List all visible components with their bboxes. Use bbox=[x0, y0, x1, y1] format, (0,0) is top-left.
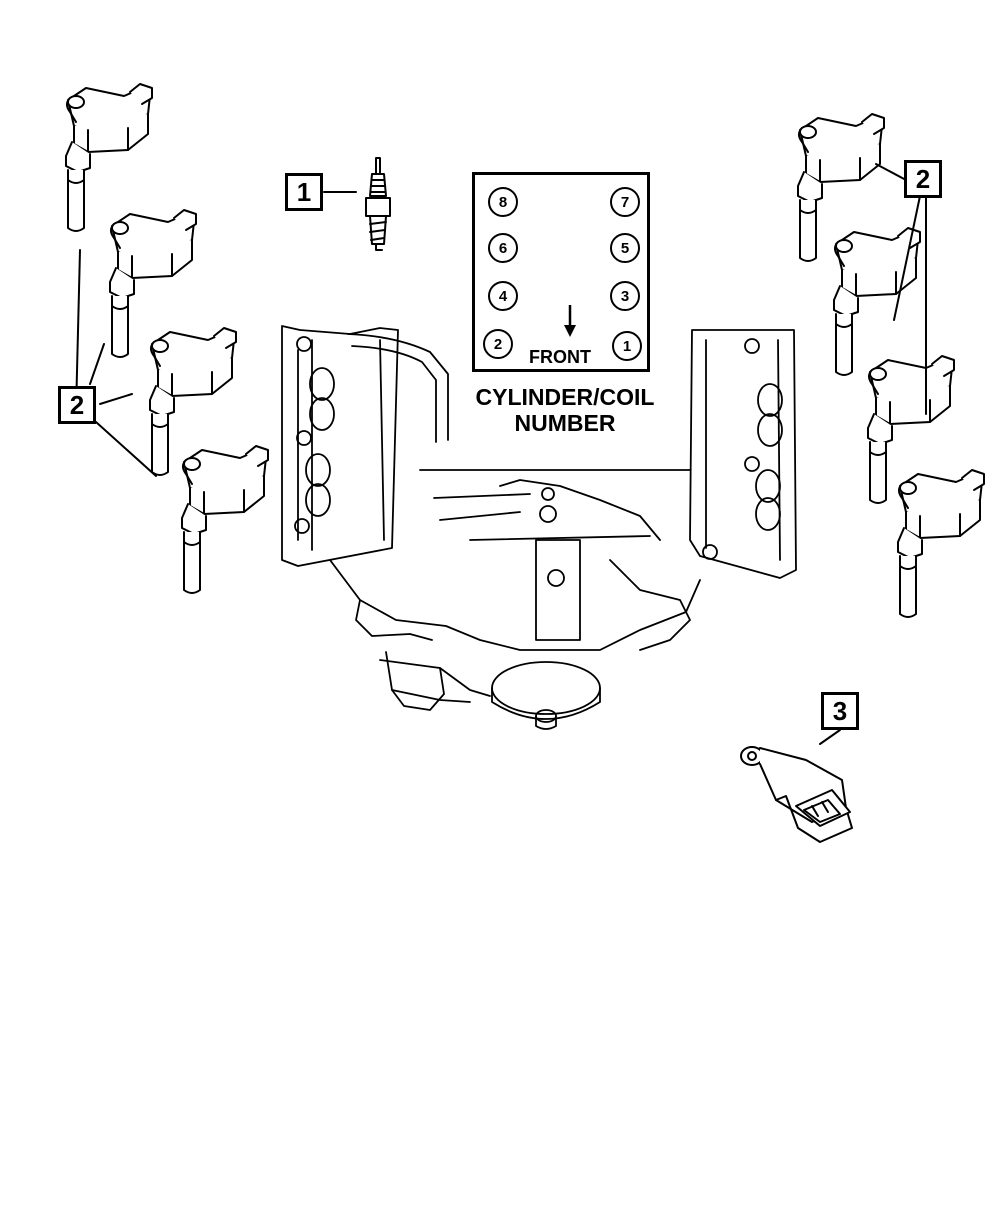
coil-left-4 bbox=[181, 445, 269, 594]
cylinder-4: 4 bbox=[488, 281, 518, 311]
cylinder-7: 7 bbox=[610, 187, 640, 217]
cylinder-6: 6 bbox=[488, 233, 518, 263]
leader-left-b bbox=[89, 343, 105, 385]
coil-left-1 bbox=[65, 83, 153, 232]
cylinder-3: 3 bbox=[610, 281, 640, 311]
cylinder-8: 8 bbox=[488, 187, 518, 217]
cylinder-5: 5 bbox=[610, 233, 640, 263]
coil-left-3 bbox=[149, 327, 237, 476]
leader-left-a bbox=[75, 249, 81, 413]
coil-right-4 bbox=[897, 469, 985, 618]
callout-box-spark-plug: 1 bbox=[285, 173, 323, 211]
leader-left-d bbox=[95, 421, 157, 477]
chart-caption: CYLINDER/COIL NUMBER bbox=[440, 384, 690, 436]
leader-right-b bbox=[893, 195, 921, 321]
engine-block bbox=[281, 325, 797, 730]
leader-sensor bbox=[819, 729, 841, 745]
callout-box-coil-left: 2 bbox=[58, 386, 96, 424]
spark-plug bbox=[365, 157, 391, 251]
leader-left-c bbox=[99, 393, 133, 405]
chart-caption-line2: NUMBER bbox=[514, 410, 616, 436]
chart-caption-line1: CYLINDER/COIL bbox=[475, 384, 655, 410]
cylinder-number-chart: 8 7 6 5 4 3 2 1 FRONT bbox=[472, 172, 650, 372]
cylinder-2: 2 bbox=[483, 329, 513, 359]
sensor-part bbox=[740, 746, 853, 843]
callout-box-sensor: 3 bbox=[821, 692, 859, 730]
front-label: FRONT bbox=[529, 347, 591, 367]
coil-right-2 bbox=[833, 227, 921, 376]
callout-box-coil-right: 2 bbox=[904, 160, 942, 198]
front-arrow-icon bbox=[564, 305, 576, 337]
leader-right-a bbox=[875, 163, 907, 181]
cylinder-1: 1 bbox=[612, 331, 642, 361]
